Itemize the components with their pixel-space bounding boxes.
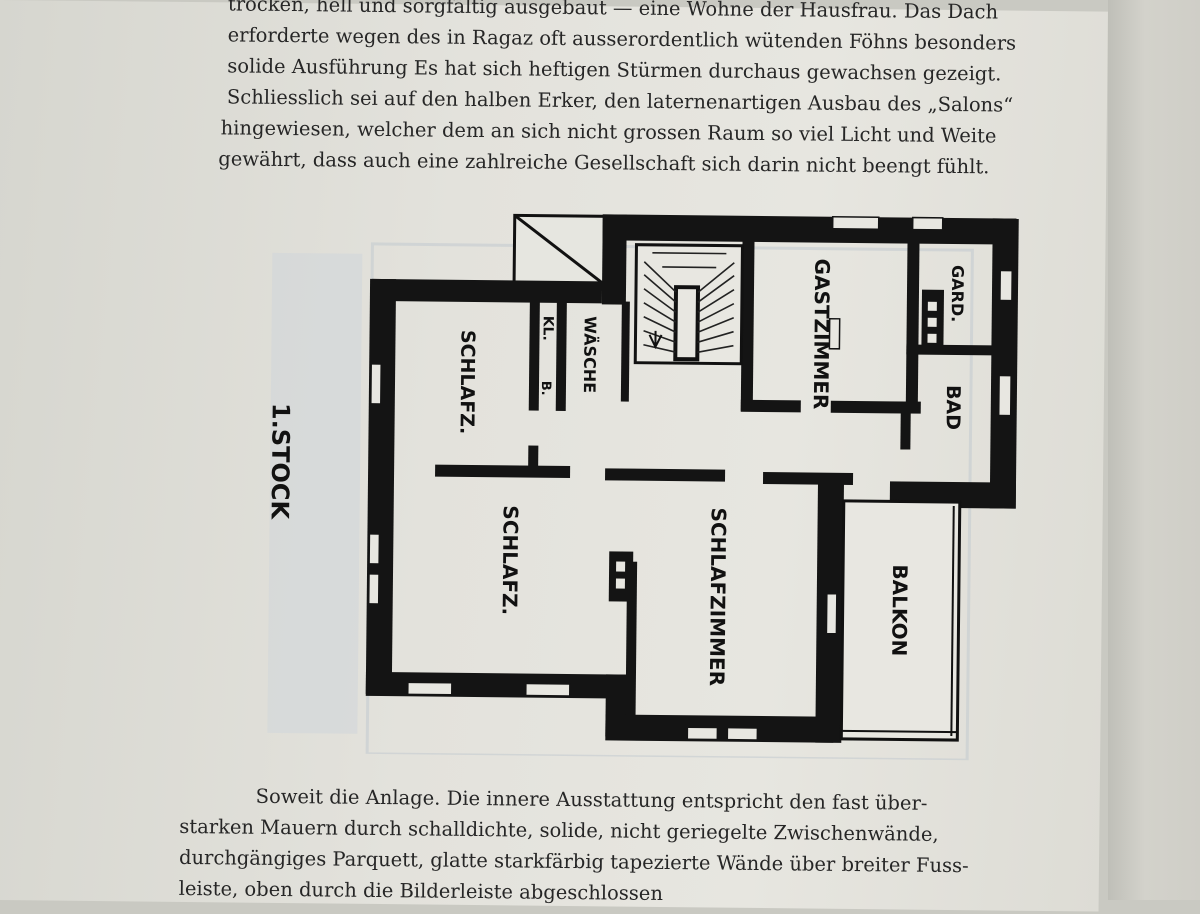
room-label-balkon: BALKON [887,564,912,656]
balcony [839,499,962,742]
top-paragraph: trocken, hell und sorgfältig ausgebaut —… [218,0,1016,183]
room-label-waesche: WÄSCHE [580,316,600,393]
next-page-edge [1108,0,1200,900]
chimney-flues [615,301,937,589]
room-label-b: B. [538,381,553,396]
show-through-shadow [267,252,363,734]
room-label-gard: GARD. [948,265,968,322]
floor-label: 1.STOCK [266,403,295,521]
book-page: trocken, hell und sorgfältig ausgebaut —… [0,0,1108,912]
bottom-paragraph: Soweit die Anlage. Die innere Ausstattun… [179,780,970,912]
room-label-gastzimmer: GASTZIMMER [809,258,835,409]
windows [367,215,1013,741]
interior-walls [435,235,1007,722]
floor-plan: 1.STOCK SCHLAFZ. KL. B. WÄSCHE SCHLAFZ. … [266,213,1019,761]
room-label-schlafz-mid: SCHLAFZ. [498,505,523,615]
staircase [633,243,744,366]
room-label-bad: BAD [942,385,964,430]
room-label-schlafzimmer: SCHLAFZIMMER [705,507,731,686]
room-label-schlafz-top: SCHLAFZ. [455,330,478,435]
room-label-kl: KL. [539,316,555,341]
roof-corner [512,213,613,288]
